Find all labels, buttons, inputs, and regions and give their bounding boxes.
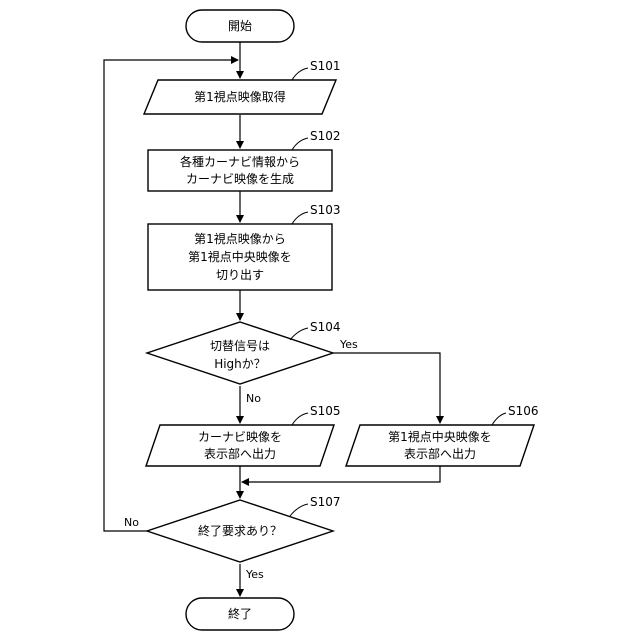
s106-label-line2: 表示部へ出力	[404, 446, 476, 461]
s105-step-id: S105	[310, 404, 341, 418]
s102-label-line1: 各種カーナビ情報から	[180, 154, 300, 169]
s104-leader	[290, 328, 308, 340]
decision-s104: 切替信号は Highか？ S104 Yes No	[147, 320, 358, 405]
s102-label-line2: カーナビ映像を生成	[186, 172, 294, 186]
arrow-s104-yes-to-s106	[333, 353, 440, 423]
s107-step-id: S107	[310, 495, 341, 509]
s103-label-line2: 第1視点中央映像を	[188, 249, 292, 264]
s104-yes-label: Yes	[339, 338, 358, 351]
start-terminal: 開始	[186, 10, 294, 42]
s104-label-line2: Highか？	[214, 357, 266, 371]
step-s105: カーナビ映像を 表示部へ出力 S105	[146, 404, 341, 466]
s101-label: 第1視点映像取得	[194, 89, 286, 104]
arrow-s106-to-merge	[242, 466, 440, 482]
s103-label-line1: 第1視点映像から	[194, 231, 286, 246]
start-label: 開始	[228, 19, 252, 33]
step-s106: 第1視点中央映像を 表示部へ出力 S106	[346, 404, 539, 466]
s106-label-line1: 第1視点中央映像を	[388, 429, 492, 444]
s103-label-line3: 切り出す	[216, 268, 264, 282]
s103-step-id: S103	[310, 203, 341, 217]
s101-leader	[292, 68, 308, 80]
s107-label: 終了要求あり？	[198, 523, 282, 538]
s104-label-line1: 切替信号は	[210, 339, 270, 353]
s105-leader	[292, 413, 308, 425]
s105-label-line2: 表示部へ出力	[204, 446, 276, 461]
s101-step-id: S101	[310, 59, 341, 73]
step-s101: 第1視点映像取得 S101	[144, 59, 341, 114]
s106-step-id: S106	[508, 404, 539, 418]
s107-yes-label: Yes	[245, 568, 264, 581]
s106-leader	[492, 413, 506, 425]
step-s103: 第1視点映像から 第1視点中央映像を 切り出す S103	[148, 203, 341, 290]
end-terminal: 終了	[186, 598, 294, 630]
step-s102: 各種カーナビ情報から カーナビ映像を生成 S102	[148, 129, 341, 191]
s102-leader	[292, 138, 308, 150]
s104-no-label: No	[246, 392, 261, 405]
s102-step-id: S102	[310, 129, 341, 143]
s104-step-id: S104	[310, 320, 341, 334]
s105-label-line1: カーナビ映像を	[198, 430, 282, 444]
s107-no-label: No	[124, 516, 139, 529]
decision-s107: 終了要求あり？ S107 No Yes	[124, 495, 341, 581]
s107-leader	[290, 504, 308, 516]
end-label: 終了	[228, 606, 252, 621]
s103-leader	[292, 212, 308, 224]
